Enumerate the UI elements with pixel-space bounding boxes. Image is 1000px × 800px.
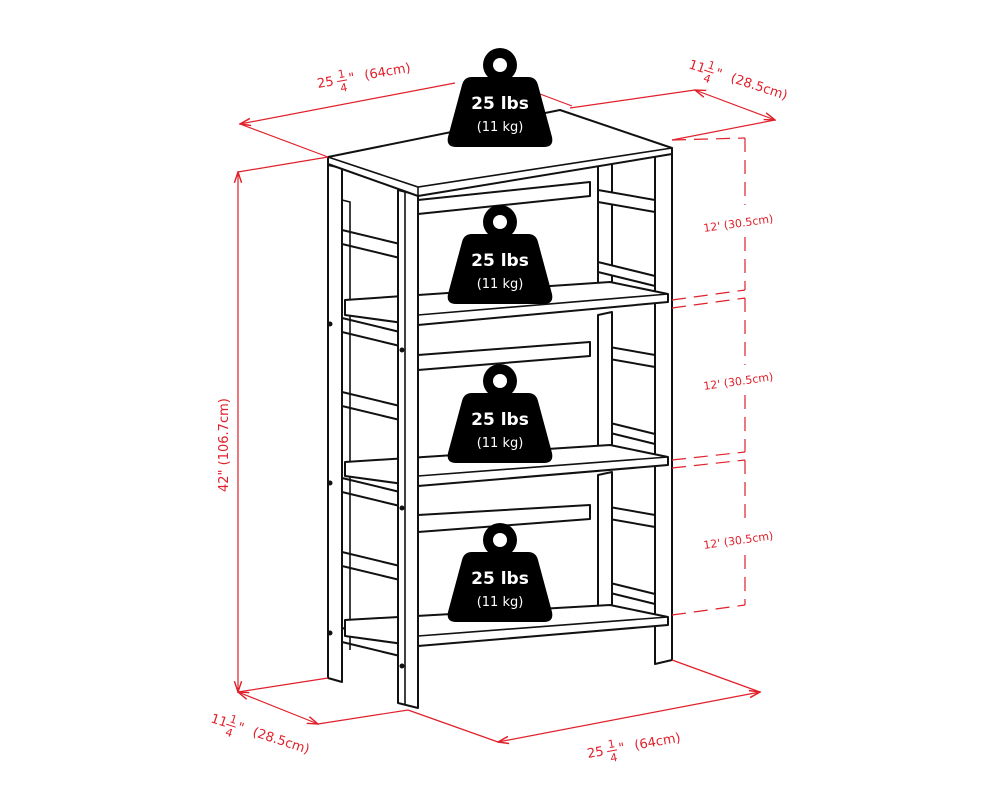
svg-text:4: 4	[224, 726, 235, 741]
svg-text:": "	[348, 71, 356, 87]
svg-text:12' (30.5cm): 12' (30.5cm)	[703, 370, 774, 393]
svg-text:4: 4	[339, 81, 348, 95]
label-height: 42" (106.7cm)	[217, 398, 232, 492]
weight-icon-shelf-3: 25 lbs (11 kg)	[447, 523, 553, 622]
svg-text:(11 kg): (11 kg)	[477, 277, 524, 292]
svg-text:25: 25	[586, 744, 605, 762]
label-top-width: 25 1 4 " (64cm)	[316, 61, 412, 95]
svg-text:4: 4	[702, 72, 713, 87]
svg-text:1: 1	[706, 58, 717, 73]
svg-text:11: 11	[687, 58, 707, 77]
svg-text:(64cm): (64cm)	[633, 731, 681, 754]
svg-text:12' (30.5cm): 12' (30.5cm)	[703, 212, 774, 235]
svg-text:": "	[713, 66, 723, 82]
svg-text:42" (106.7cm): 42" (106.7cm)	[217, 398, 232, 492]
label-shelf-spacing-3: 12' (30.5cm)	[703, 529, 774, 552]
svg-text:25 lbs: 25 lbs	[471, 251, 529, 271]
svg-text:11: 11	[209, 712, 229, 731]
svg-text:": "	[235, 720, 245, 736]
dimension-lines	[238, 82, 775, 742]
svg-text:(11 kg): (11 kg)	[477, 595, 524, 610]
svg-text:1: 1	[228, 712, 239, 727]
label-shelf-spacing-1: 12' (30.5cm)	[703, 212, 774, 235]
svg-text:25 lbs: 25 lbs	[471, 94, 529, 114]
weight-icon-top: 25 lbs (11 kg)	[447, 48, 553, 147]
svg-text:25 lbs: 25 lbs	[471, 410, 529, 430]
label-shelf-spacing-2: 12' (30.5cm)	[703, 370, 774, 393]
svg-text:(11 kg): (11 kg)	[477, 436, 524, 451]
svg-text:12' (30.5cm): 12' (30.5cm)	[703, 529, 774, 552]
shelf-unit	[327, 109, 673, 709]
weight-icon-shelf-1: 25 lbs (11 kg)	[447, 205, 553, 304]
label-bottom-width: 25 1 4 " (64cm)	[586, 731, 682, 765]
svg-text:25 lbs: 25 lbs	[471, 569, 529, 589]
svg-text:(64cm): (64cm)	[363, 61, 411, 84]
svg-text:1: 1	[607, 737, 616, 751]
weight-icon-shelf-2: 25 lbs (11 kg)	[447, 364, 553, 463]
label-top-depth: 11 1 4 " (28.5cm)	[687, 58, 790, 104]
svg-text:(28.5cm): (28.5cm)	[729, 71, 790, 103]
svg-text:": "	[618, 741, 626, 757]
svg-text:(28.5cm): (28.5cm)	[251, 725, 312, 757]
svg-text:4: 4	[609, 751, 618, 765]
svg-text:1: 1	[337, 67, 346, 81]
svg-text:(11 kg): (11 kg)	[477, 120, 524, 135]
svg-text:25: 25	[316, 74, 335, 92]
